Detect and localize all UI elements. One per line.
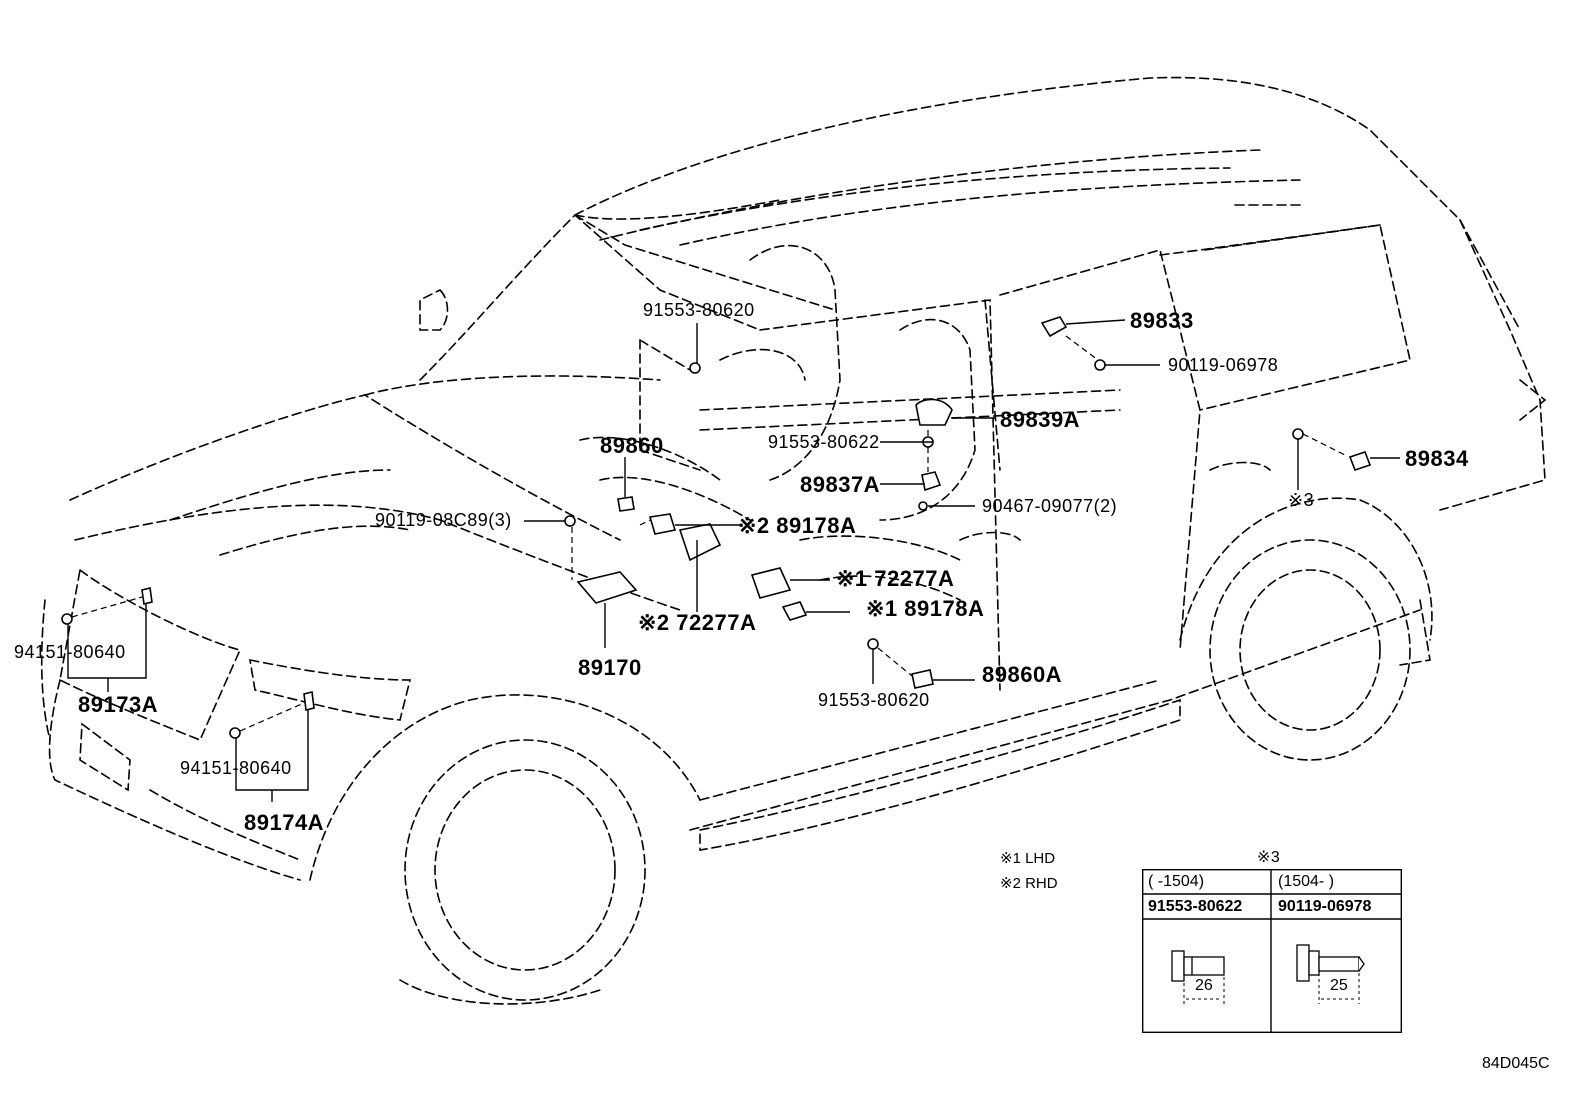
rear-door [999,249,1201,651]
label-89860A: 89860A [982,662,1063,687]
rear-wheel-arch [1179,497,1433,641]
label-72277A-lhd: ※1 72277A [836,566,955,591]
label-90119-08C89: 90119-08C89(3) [375,510,512,530]
label-91553-80622: 91553-80622 [768,432,880,452]
front-seat [749,244,841,481]
front-wheel [404,739,646,1001]
label-90119-06978: 90119-06978 [1168,355,1279,375]
part-89834-shape [1348,450,1372,472]
table-col2-part: 90119-06978 [1278,898,1372,915]
hood-outline [69,394,621,541]
bolt-90119-06978-sketch [1296,944,1365,982]
part-89178A-rhd-shape [648,513,677,535]
bolt-91553-80622-sketch [1171,950,1225,982]
label-89174A: 89174A [244,810,325,835]
part-89833-shape [1040,316,1068,338]
table-col2-length: 25 [1330,977,1348,994]
rear-wheel [1209,539,1411,761]
label-89860: 89860 [600,433,664,458]
bolt-note3 [1292,428,1304,440]
legend-lhd: ※1 LHD [1000,850,1056,867]
headlight [249,658,412,721]
label-94151-80640-left: 94151-80640 [14,642,126,662]
label-89834: 89834 [1405,446,1469,471]
part-89860A-shape [911,669,934,689]
part-72277A-rhd-shape [678,523,722,562]
document-code: 84D045C [1482,1055,1550,1072]
bolt-91553-80620-bot [867,638,879,650]
table-col1-length: 26 [1195,977,1213,994]
part-89839A-shape [915,398,953,426]
label-90467-09077: 90467-09077(2) [982,496,1118,516]
front-wheel-arch [309,694,701,881]
part-89837A-shape [921,471,942,492]
sensor-89173A [61,613,73,625]
label-89173A: 89173A [78,692,159,717]
part-89860-shape [617,496,635,512]
label-89837A: 89837A [800,472,881,497]
table-col2-range: (1504- ) [1278,873,1335,890]
table-title: ※3 [1257,849,1281,866]
running-board [699,698,1181,851]
label-89833: 89833 [1130,308,1194,333]
part-89170-shape [576,571,638,604]
sensor-89174A [229,727,241,739]
roof-outline [574,76,1521,331]
rear-quarter [1439,219,1546,511]
label-89839A: 89839A [1000,407,1081,432]
table-col1-part: 91553-80622 [1148,898,1243,915]
front-grille [59,568,242,742]
label-89178A-lhd: ※1 89178A [866,596,985,621]
legend-rhd: ※2 RHD [1000,875,1058,892]
windshield-outline [419,213,761,381]
bolt-91553-80620-top [689,362,701,374]
bolt-90119-06978 [1094,359,1106,371]
label-91553-80620-top: 91553-80620 [643,300,755,320]
table-col1-range: ( -1504) [1148,873,1205,890]
bolt-90119-08C89 [564,515,576,527]
bolt-variant-table: ( -1504) (1504- ) 91553-80622 90119-0697… [1141,868,1403,1034]
label-89170: 89170 [578,655,642,680]
label-note3: ※3 [1288,490,1315,510]
part-89178A-lhd-shape [781,601,808,621]
label-89178A-rhd: ※2 89178A [738,513,857,538]
label-72277A-rhd: ※2 72277A [638,610,757,635]
label-91553-80620-bottom: 91553-80620 [818,690,930,710]
label-94151-80640-right: 94151-80640 [180,758,292,778]
table-grid [1141,868,1403,1034]
part-72277A-lhd-shape [750,567,792,599]
bolt-90467 [918,501,928,511]
